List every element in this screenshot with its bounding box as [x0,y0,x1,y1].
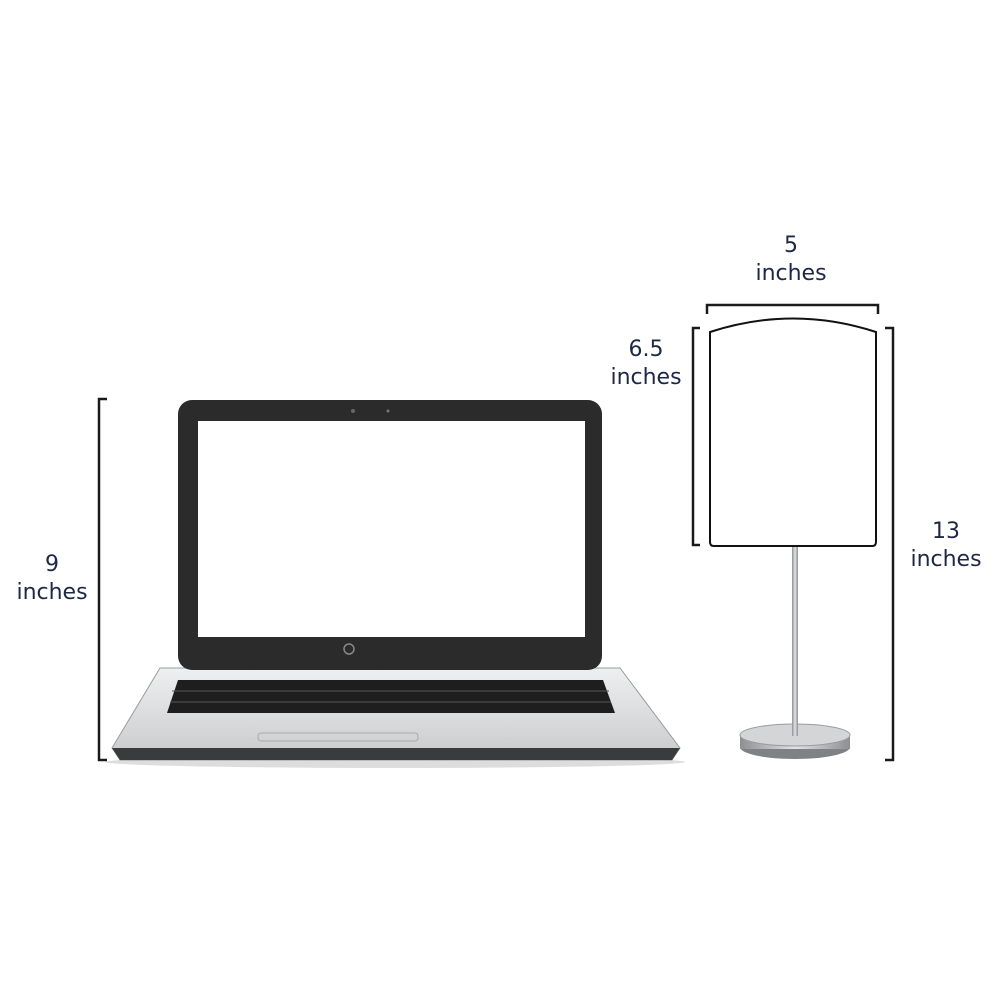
laptop-height-bracket [97,397,107,762]
shade-width-unit: inches [755,261,827,286]
shade-width-value: 5 [784,233,798,258]
hp-logo [343,643,355,655]
laptop [105,400,685,768]
laptop-keyboard [167,680,615,713]
shade-width-bracket [705,303,880,314]
shade-height-bracket [691,326,700,547]
laptop-screen [198,421,585,637]
lamp-pole [792,546,798,736]
shade-height-label: 6.5 inches [586,336,706,392]
lamp-height-label: 13 inches [886,518,1000,574]
laptop-height-value: 9 [45,552,59,577]
lamp-height-value: 13 [932,519,960,544]
shade-height-unit: inches [610,365,682,390]
shade-height-value: 6.5 [628,337,664,362]
lamp-height-unit: inches [910,547,982,572]
lamp-height-bracket [885,326,895,762]
laptop-trackpad [257,732,419,742]
table-lamp [709,317,877,759]
laptop-height-label: 9 inches [0,551,112,607]
shade-width-label: 5 inches [731,232,851,288]
dimension-brackets [97,303,895,762]
laptop-height-unit: inches [16,580,88,605]
lamp-shade [709,317,877,547]
